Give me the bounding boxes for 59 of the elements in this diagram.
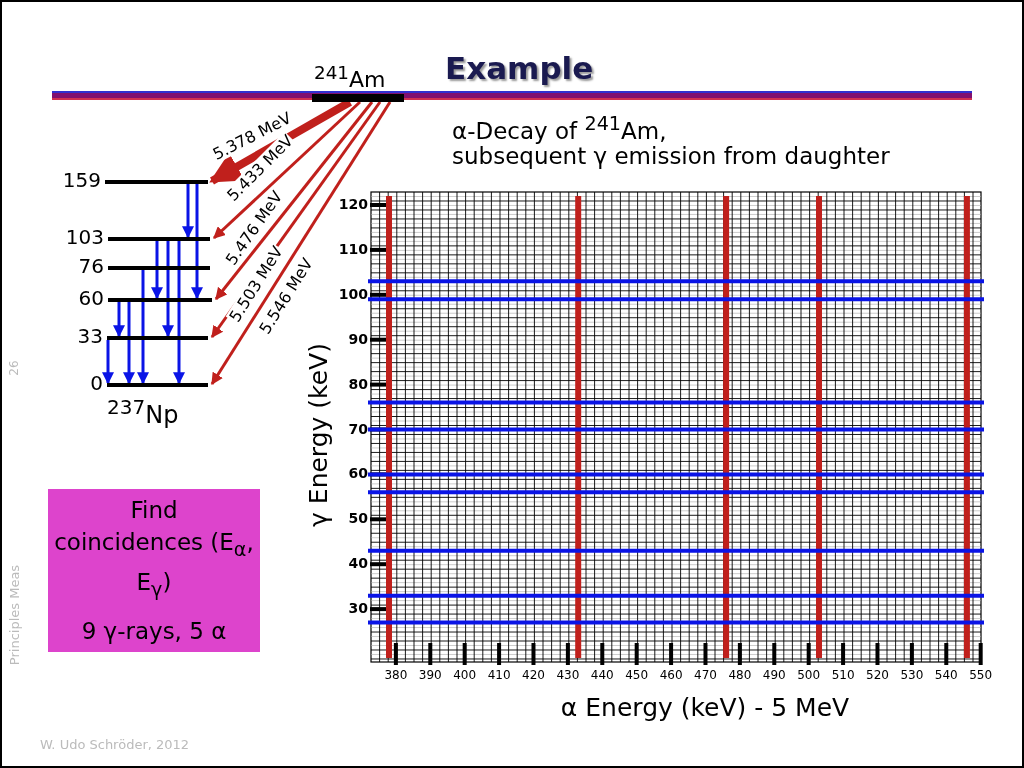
axis-tick-label: 520 (866, 668, 889, 682)
gamma-transition-arrow (162, 241, 174, 338)
axis-tick-label: 60 (348, 465, 368, 482)
axis-tick-label: 90 (348, 330, 368, 347)
gamma-transition-arrow (182, 184, 194, 239)
gamma-transition-arrow (113, 302, 125, 338)
axis-tick-label: 460 (659, 668, 683, 682)
axis-tick-label: 380 (384, 668, 408, 682)
footer-text: Principles Meas (6, 564, 22, 666)
level-energy-label: 76 (78, 254, 104, 278)
level-energy-label: 159 (62, 168, 101, 192)
gamma-transition-arrow (137, 270, 149, 385)
footer-text: W. Udo Schröder, 2012 (40, 737, 190, 752)
note-text: 9 γ-rays, 5 α (80, 617, 228, 647)
gamma-transition-arrow (123, 302, 135, 385)
axis-tick-label: 430 (556, 668, 580, 682)
gamma-transition-arrow (173, 241, 185, 385)
gamma-transition-arrow (191, 184, 203, 300)
axis-tick-label: 30 (348, 600, 368, 617)
axis-tick-label: 550 (969, 668, 993, 682)
alpha-decay-arrow (212, 100, 362, 240)
axis-tick-label: 490 (762, 668, 786, 682)
axis-tick-label: 390 (418, 668, 442, 682)
level-energy-label: 103 (65, 225, 104, 249)
level-energy-label: 60 (78, 286, 104, 310)
axis-tick-label: 420 (522, 668, 545, 682)
axis-tick-label: 400 (453, 668, 477, 682)
axis-tick-label: 70 (348, 420, 368, 437)
axis-tick-label: 440 (590, 668, 614, 682)
axis-tick-label: 120 (338, 196, 368, 212)
gamma-transition-arrow (102, 340, 114, 385)
nuclide-label: $^{237}$Np (107, 395, 179, 429)
axis-tick-label: 40 (348, 555, 368, 572)
alpha-decay-arrow (210, 101, 392, 385)
subtitle-text: α-Decay of $^{241}$Am, (452, 112, 667, 144)
alpha-decay-arrow (214, 101, 374, 300)
axis-tick-label: 500 (797, 668, 821, 682)
nuclide-label: $^{241}$Am (314, 61, 386, 92)
axis-title: γ Energy (keV) (303, 343, 333, 527)
axis-tick-label: 80 (348, 375, 368, 392)
page-number: 26 (7, 360, 21, 376)
axis-tick-label: 110 (338, 240, 368, 257)
axis-tick-label: 450 (625, 668, 649, 682)
axis-tick-label: 480 (728, 668, 752, 682)
axis-title: α Energy (keV) - 5 MeV (560, 692, 850, 722)
axis-tick-label: 50 (348, 510, 368, 527)
gamma-transition-arrow (151, 241, 163, 300)
axis-tick-label: 470 (694, 668, 717, 682)
axis-tick-label: 410 (487, 668, 511, 682)
note-box (48, 489, 260, 652)
level-energy-label: 0 (90, 371, 103, 395)
note-text: Find coincidences (E$_{α}$, E$_{γ}$) (54, 495, 254, 603)
slide-title: Example (445, 50, 594, 86)
level-energy-label: 33 (77, 324, 103, 348)
subtitle-text: subsequent γ emission from daughter (452, 143, 890, 169)
axis-tick-label: 510 (831, 668, 855, 682)
axis-tick-label: 100 (338, 285, 368, 302)
axis-tick-label: 540 (934, 668, 958, 682)
axis-tick-label: 530 (900, 668, 924, 682)
